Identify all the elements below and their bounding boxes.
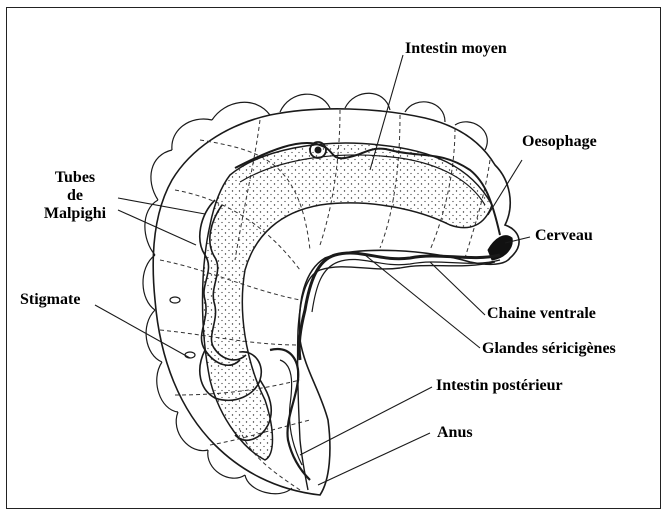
label-intestin-moyen: Intestin moyen: [405, 40, 507, 58]
label-chaine-ventrale: Chaine ventrale: [487, 305, 596, 323]
label-tubes-line1: Tubes: [30, 169, 120, 187]
label-tubes-line2: de: [30, 187, 120, 205]
midgut: [203, 143, 493, 460]
label-oesophage: Oesophage: [522, 133, 597, 151]
label-anus: Anus: [437, 424, 473, 442]
label-stigmate: Stigmate: [20, 291, 80, 309]
label-intestin-posterieur: Intestin postérieur: [436, 377, 563, 395]
label-tubes-line3: Malpighi: [30, 205, 120, 223]
label-tubes-de-malpighi: Tubes de Malpighi: [30, 169, 120, 223]
silk-glands: [299, 253, 500, 360]
label-glandes-sericigenes: Glandes séricigènes: [482, 340, 616, 358]
label-cerveau: Cerveau: [535, 227, 593, 245]
